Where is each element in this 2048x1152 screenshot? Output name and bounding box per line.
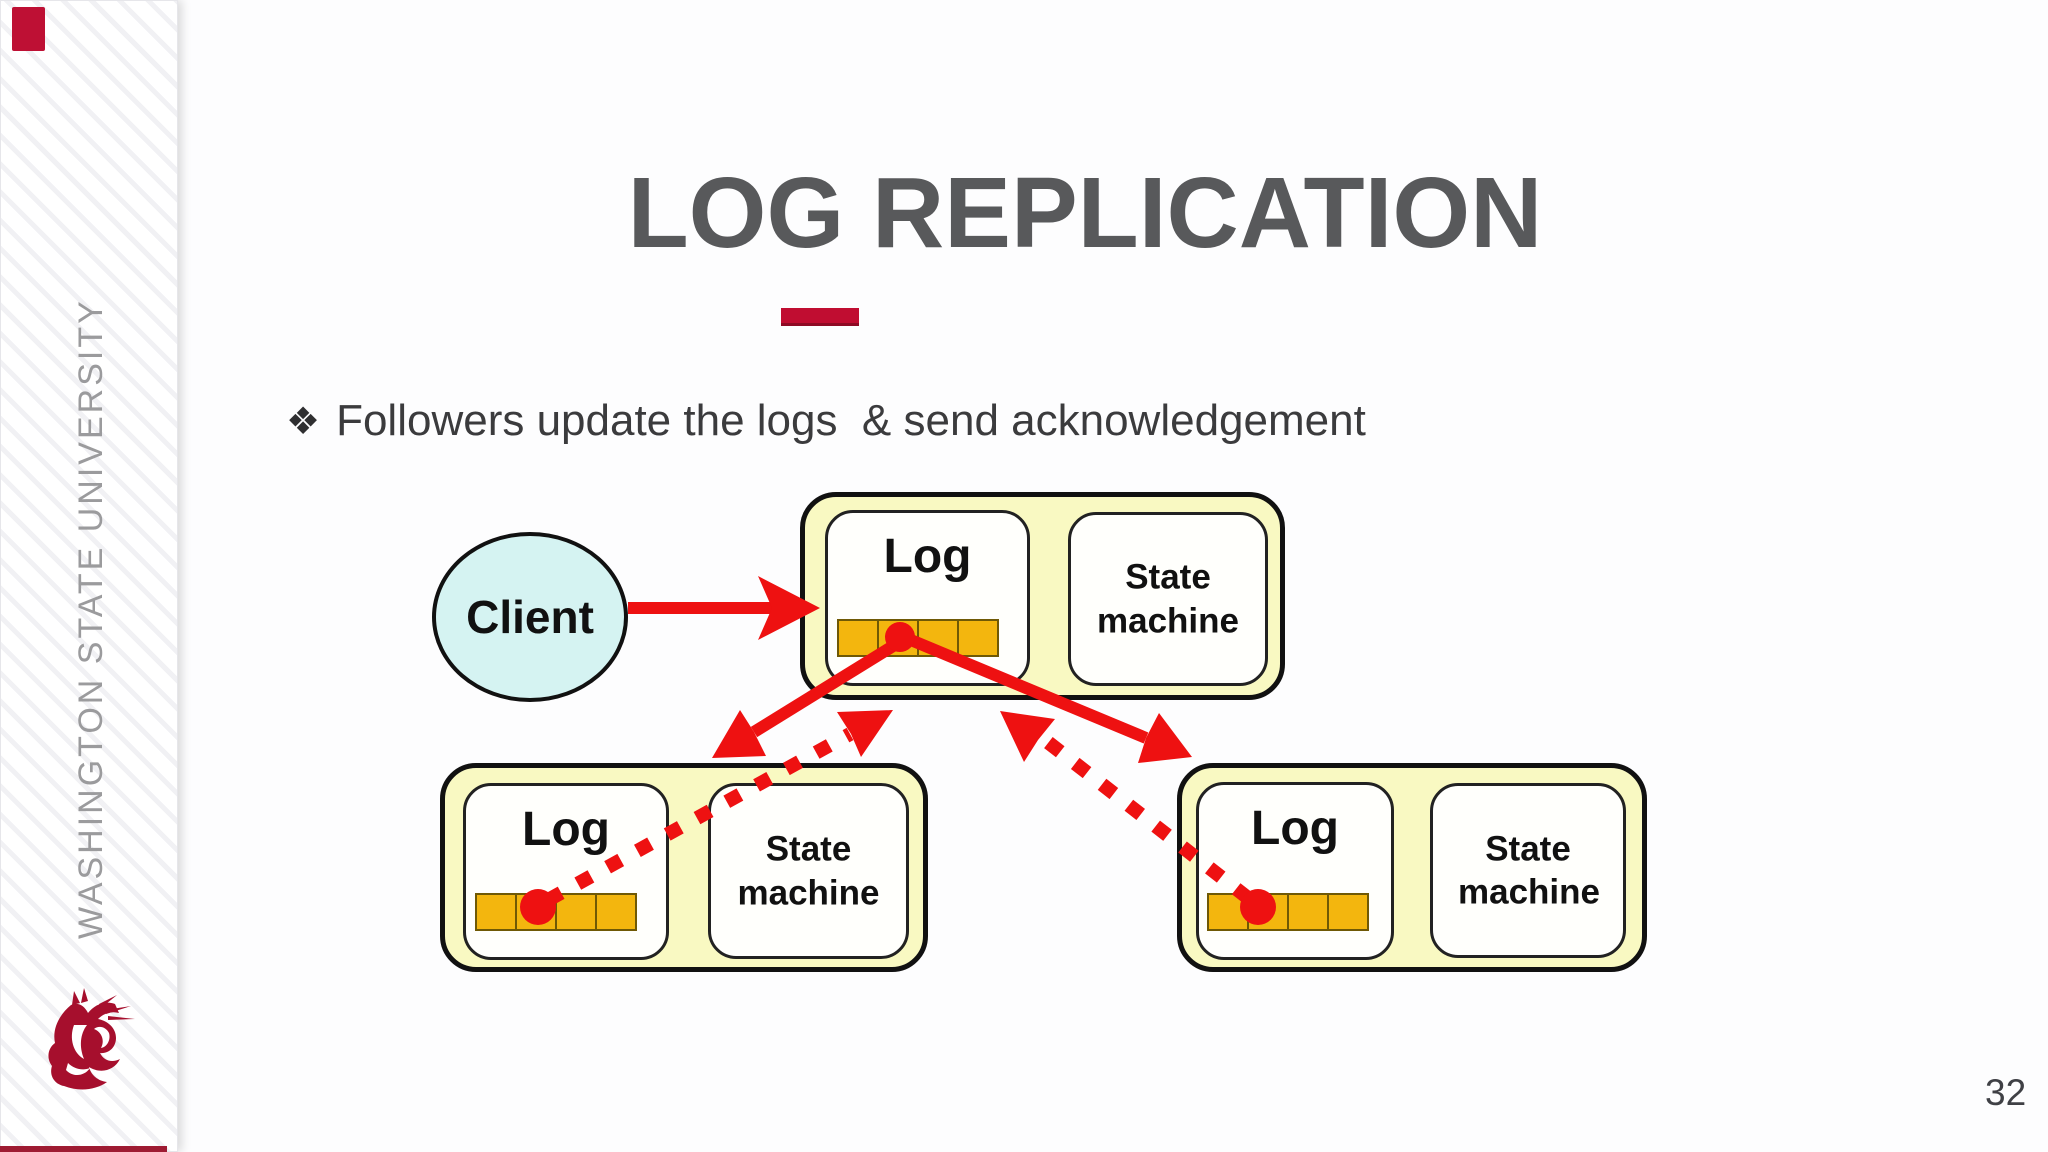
state-machine-label: State machine: [1458, 828, 1600, 912]
title-underline: [781, 308, 859, 326]
arrow-client-to-leader: [628, 576, 820, 640]
log-cell: [957, 619, 999, 657]
diamond-bullet-icon: ❖: [286, 401, 321, 443]
log-cell: [1247, 893, 1289, 931]
follower-right-node: Log State machine: [1177, 763, 1647, 972]
follower-right-state-machine-box: State machine: [1430, 783, 1626, 958]
log-label: Log: [522, 803, 610, 856]
bullet-item: ❖ Followers update the logs & send ackno…: [286, 396, 1366, 447]
log-cell: [1207, 893, 1249, 931]
follower-left-node: Log State machine: [440, 763, 928, 972]
leader-state-machine-box: State machine: [1068, 512, 1268, 686]
log-cells: [837, 619, 999, 657]
log-cell: [1287, 893, 1329, 931]
sidebar: [0, 0, 178, 1152]
bullet-text: Followers update the logs & send acknowl…: [336, 396, 1366, 445]
log-label: Log: [883, 530, 972, 583]
log-cell: [595, 893, 637, 931]
client-label: Client: [466, 591, 594, 643]
state-machine-label: State machine: [1097, 557, 1239, 640]
log-cells: [1207, 893, 1369, 931]
follower-right-log-box: Log: [1196, 782, 1394, 960]
log-label: Log: [1251, 802, 1339, 855]
log-cell: [877, 619, 919, 657]
log-cell: [837, 619, 879, 657]
leader-log-box: Log: [825, 510, 1030, 686]
client-node: Client: [432, 532, 628, 702]
log-cell: [555, 893, 597, 931]
log-cell: [475, 893, 517, 931]
crimson-corner-accent: [12, 7, 45, 51]
university-name-vertical: WASHINGTON STATE UNIVERSITY: [72, 298, 110, 939]
log-cell: [917, 619, 959, 657]
follower-left-state-machine-box: State machine: [708, 783, 909, 959]
leader-node: Log State machine: [800, 492, 1285, 700]
crimson-bottom-strip: [0, 1146, 167, 1152]
slide-title: LOG REPLICATION: [627, 157, 1543, 269]
follower-left-log-box: Log: [463, 783, 669, 960]
log-cell: [515, 893, 557, 931]
page-number: 32: [1985, 1072, 2027, 1113]
wsu-cougar-logo: [48, 988, 135, 1090]
state-machine-label: State machine: [737, 829, 880, 912]
log-cells: [475, 893, 637, 931]
log-cell: [1327, 893, 1369, 931]
